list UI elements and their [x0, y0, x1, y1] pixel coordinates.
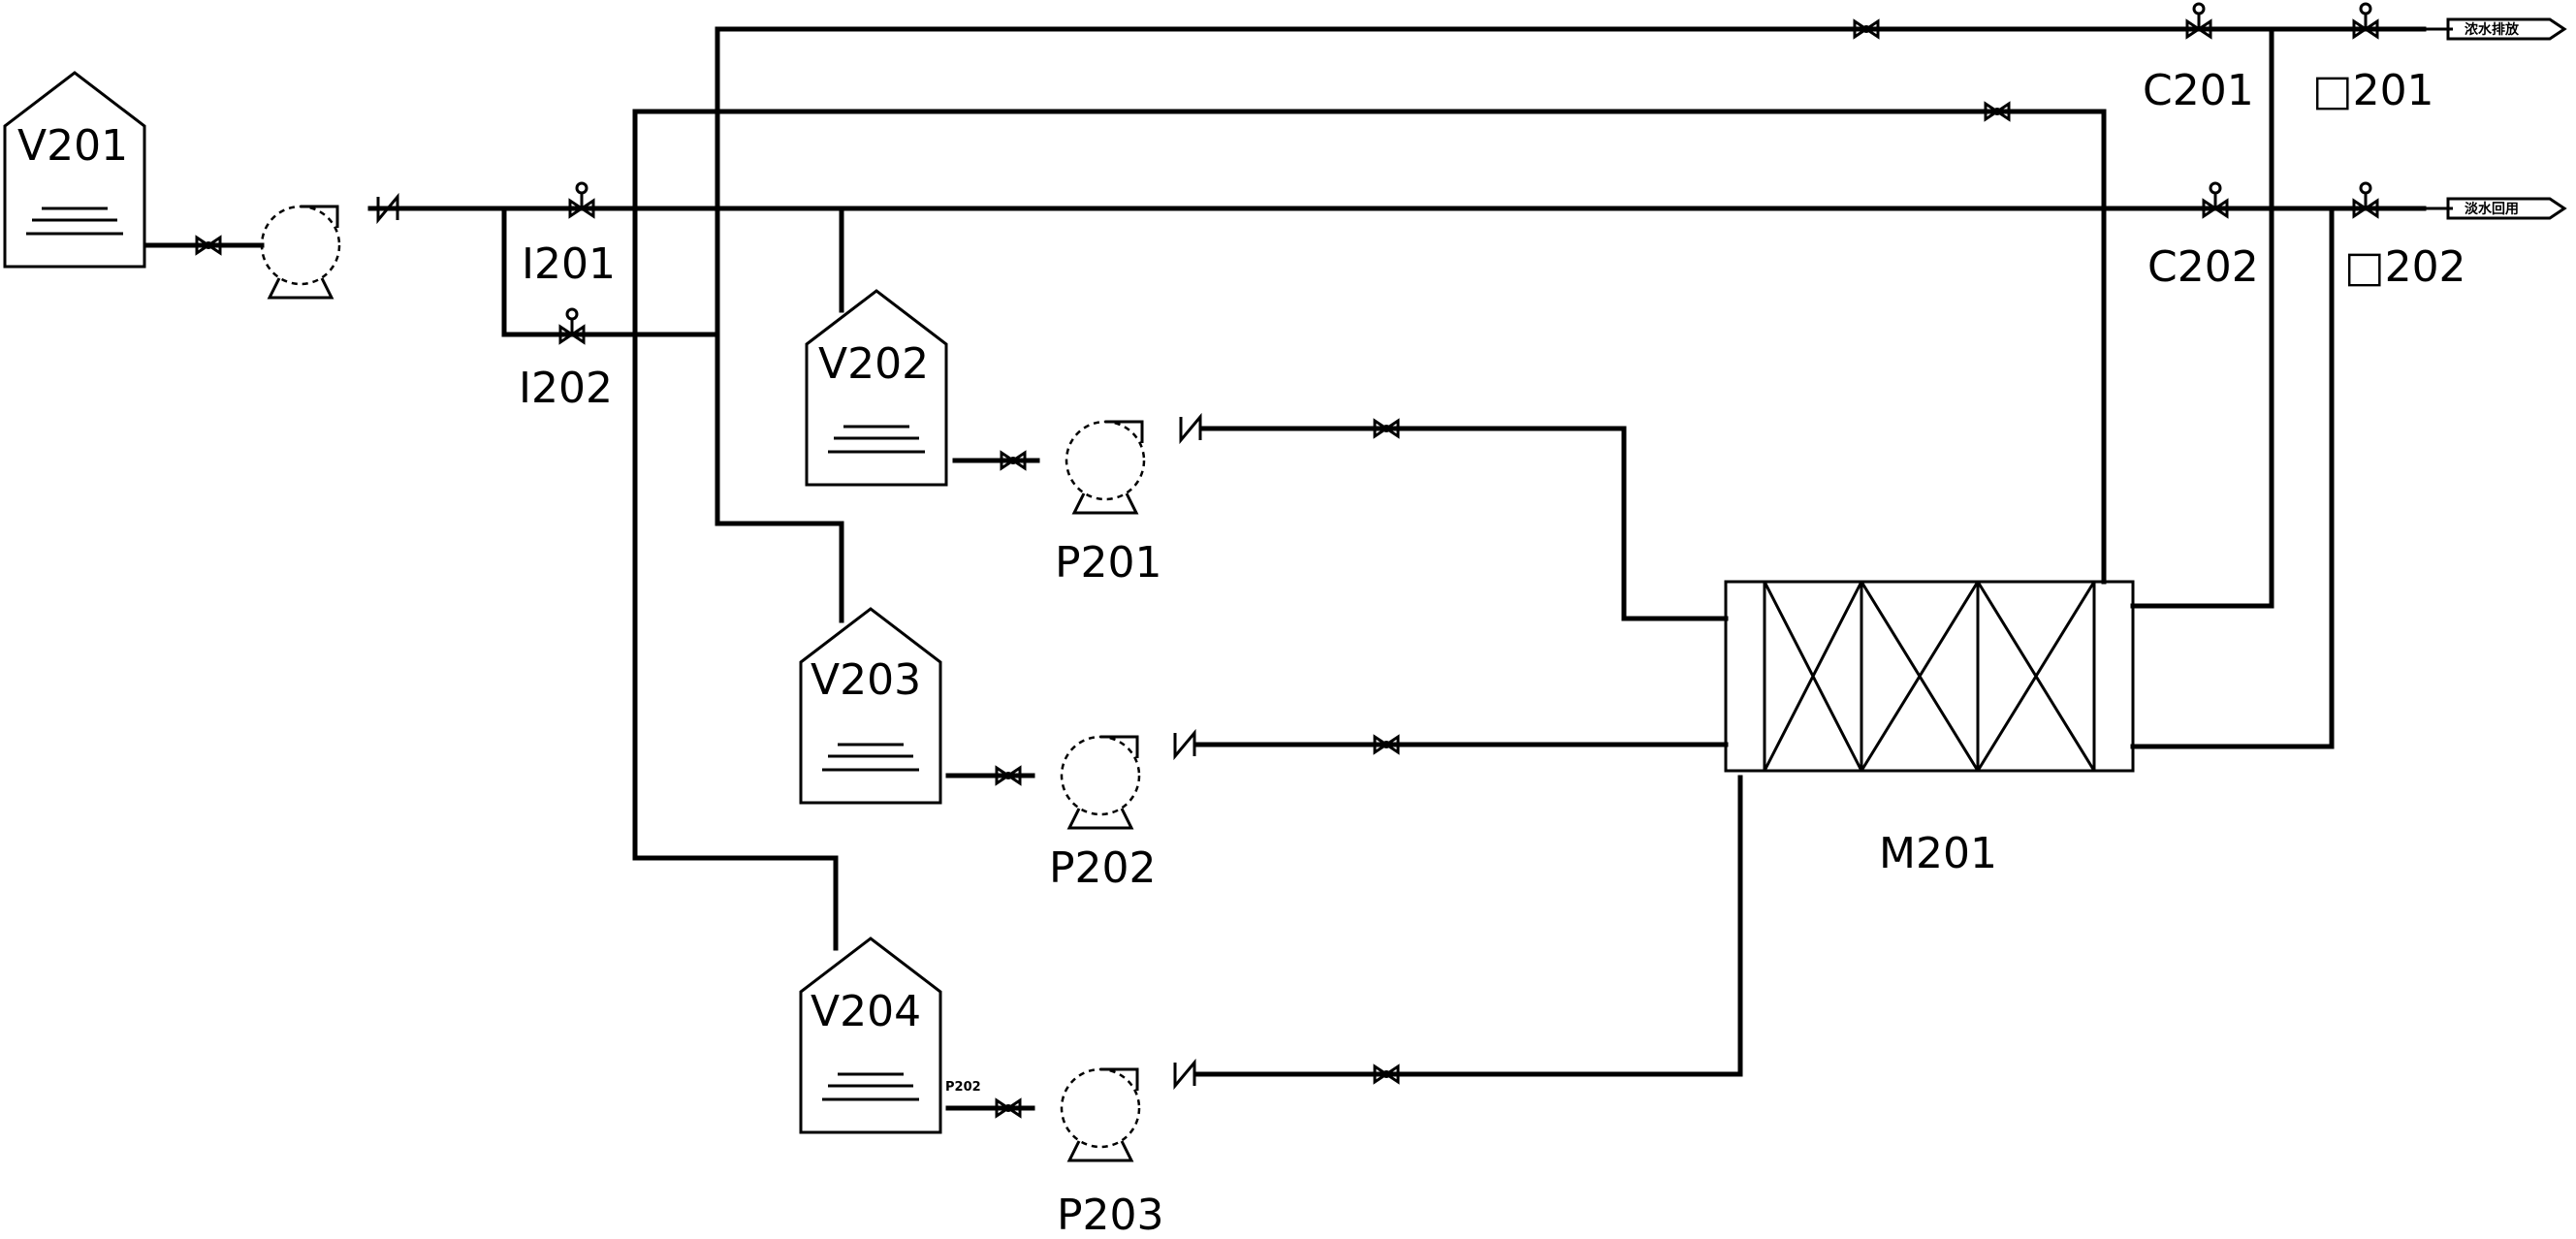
valve-i202-label: I202 [519, 364, 613, 413]
tank-v202: V202 [805, 289, 948, 487]
pump-p201: P201 [1055, 415, 1202, 588]
pump-p202-label: P202 [1049, 843, 1157, 893]
tank-v203-label: V203 [811, 655, 921, 705]
valve-x202[interactable]: □202 [2344, 181, 2466, 292]
valve-c202-label: C202 [2147, 242, 2259, 292]
valve-c201[interactable]: C201 [2143, 2, 2254, 115]
pump-p203-label: P203 [1057, 1191, 1164, 1239]
outlet-middle: 淡水回用 [2424, 197, 2567, 220]
tank-v202-label: V202 [818, 339, 929, 389]
module-m201-label: M201 [1879, 829, 1997, 878]
tank-v203: V203 [799, 607, 942, 805]
valve-x201[interactable]: □201 [2312, 2, 2434, 115]
valve-c202[interactable]: C202 [2147, 181, 2259, 292]
outlet-top: 浓水排放 [2424, 17, 2567, 41]
tank-v204: V204 [799, 937, 942, 1134]
pump-main [260, 195, 399, 300]
pump-p202: P202 [1049, 731, 1196, 893]
valve-i202[interactable]: I202 [519, 307, 613, 413]
valve-x201-label: □201 [2312, 66, 2434, 115]
pipe-network [143, 26, 2427, 1111]
valve-x202-label: □202 [2344, 242, 2466, 292]
tank-v204-label: V204 [811, 987, 921, 1036]
tank-v201-label: V201 [17, 121, 128, 171]
valve-i201[interactable]: I201 [522, 181, 616, 289]
outlet-top-label: 浓水排放 [2465, 21, 2520, 38]
valve-c201-label: C201 [2143, 66, 2254, 115]
pump-p203: P203 P202 [945, 1061, 1196, 1239]
pump-p203-side-tag: P202 [945, 1080, 981, 1095]
tank-v201: V201 [3, 71, 146, 269]
pump-p201-label: P201 [1055, 538, 1162, 588]
outlet-middle-label: 淡水回用 [2465, 201, 2519, 217]
module-m201: M201 [1724, 580, 2135, 878]
valve-i201-label: I201 [522, 239, 616, 289]
